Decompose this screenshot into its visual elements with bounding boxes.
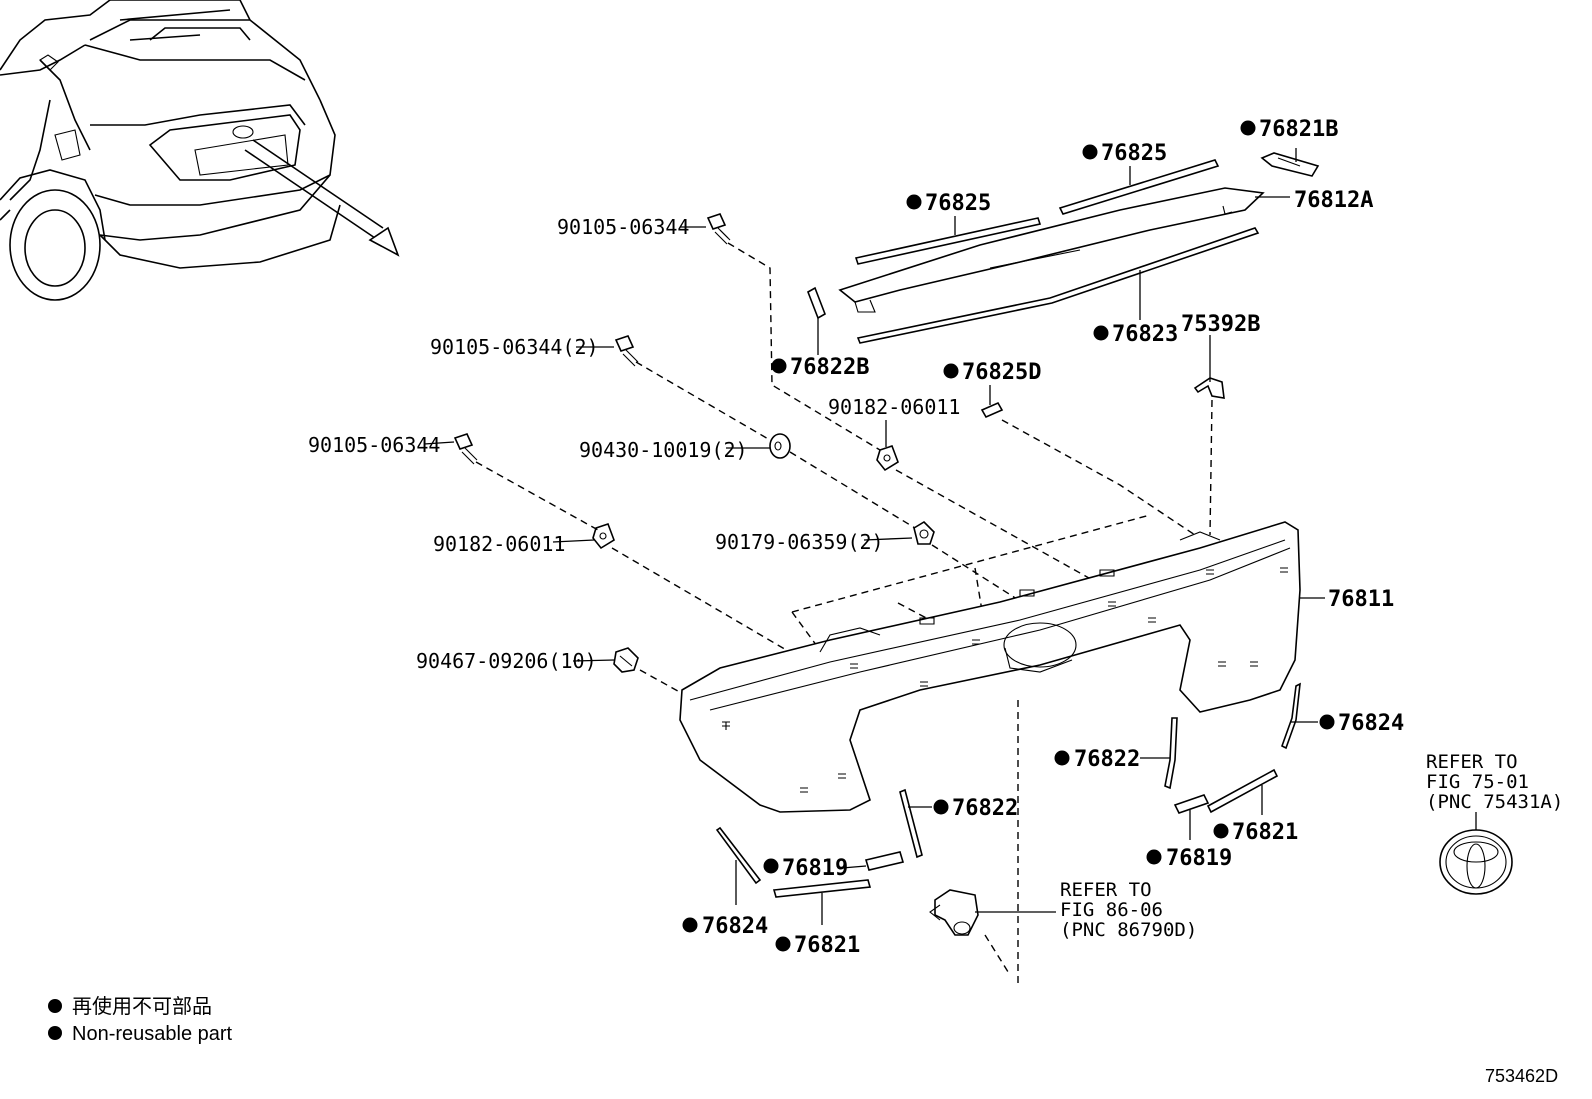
legend: 再使用不可部品 Non-reusable part (48, 995, 233, 1045)
non-reusable-markers (682, 120, 1335, 952)
lower-moldings (715, 682, 1301, 936)
leader-lines (423, 148, 1477, 925)
clip-icon (913, 520, 935, 545)
label-76821-right: 76821 (1232, 820, 1298, 845)
label-76812A: 76812A (1294, 188, 1373, 213)
svg-text:REFER TO: REFER TO (1060, 879, 1152, 901)
nut-icon (876, 444, 899, 472)
label-76824-right: 76824 (1338, 711, 1404, 736)
upper-garnish-parts (807, 152, 1320, 419)
bolt-icon (614, 335, 639, 367)
svg-text:FIG 75-01: FIG 75-01 (1426, 771, 1529, 793)
label-76819-right: 76819 (1166, 846, 1232, 871)
vehicle-rear-illustration (0, 0, 400, 301)
label-76825D: 76825D (962, 360, 1041, 385)
label-90105-06344-2: 90105-06344(2) (430, 335, 599, 359)
back-door-garnish-76811 (679, 521, 1301, 813)
label-76822B: 76822B (790, 355, 869, 380)
label-76825-top: 76825 (1101, 141, 1167, 166)
refer-note-camera: REFER TO FIG 86-06 (PNC 86790D) (1060, 879, 1197, 941)
clip-icon (613, 647, 639, 673)
label-76819-left: 76819 (782, 856, 848, 881)
label-90105-06344-low: 90105-06344 (308, 433, 440, 457)
bolt-icon (453, 433, 478, 465)
label-76822-right: 76822 (1074, 747, 1140, 772)
legend-english: Non-reusable part (72, 1023, 233, 1045)
label-76824-left: 76824 (702, 914, 768, 939)
legend-japanese: 再使用不可部品 (72, 995, 212, 1018)
svg-text:(PNC 86790D): (PNC 86790D) (1060, 919, 1197, 941)
bolt-icon (706, 213, 731, 245)
figure-id: 753462D (1485, 1066, 1558, 1086)
label-90105-06344-top: 90105-06344 (557, 215, 689, 239)
svg-text:REFER TO: REFER TO (1426, 751, 1518, 773)
label-90430-10019-2: 90430-10019(2) (579, 438, 748, 462)
label-76823: 76823 (1112, 322, 1178, 347)
label-76811: 76811 (1328, 587, 1394, 612)
label-76821-left: 76821 (794, 933, 860, 958)
label-76821B: 76821B (1259, 117, 1338, 142)
label-76825-left: 76825 (925, 191, 991, 216)
toyota-emblem-icon (1439, 829, 1513, 895)
label-75392B: 75392B (1181, 312, 1260, 337)
label-90182-06011-top: 90182-06011 (828, 395, 960, 419)
label-76822-mid: 76822 (952, 796, 1018, 821)
svg-text:FIG 86-06: FIG 86-06 (1060, 899, 1163, 921)
svg-text:(PNC 75431A): (PNC 75431A) (1426, 791, 1563, 813)
label-90467-09206-10: 90467-09206(10) (416, 649, 597, 673)
label-90182-06011-low: 90182-06011 (433, 532, 565, 556)
part-labels: 76821B 76825 76825 76812A 76823 75392B 7… (308, 117, 1404, 958)
camera-icon (929, 889, 979, 936)
refer-note-emblem: REFER TO FIG 75-01 (PNC 75431A) (1426, 751, 1563, 813)
fasteners (453, 213, 935, 673)
label-90179-06359-2: 90179-06359(2) (715, 530, 884, 554)
nut-icon (592, 522, 615, 550)
washer-icon (769, 433, 791, 459)
installation-dashed-lines (475, 242, 1213, 985)
